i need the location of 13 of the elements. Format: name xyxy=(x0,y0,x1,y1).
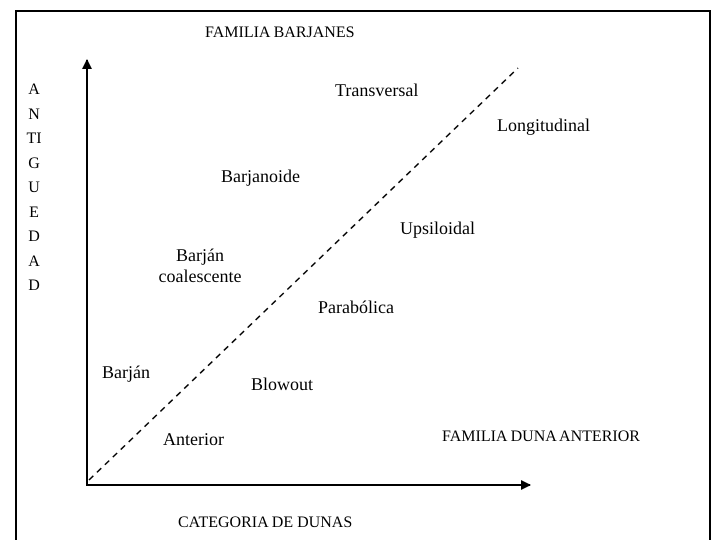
dune-type-label: Anterior xyxy=(163,429,224,450)
axis-label: CATEGORIA DE DUNAS xyxy=(178,514,352,532)
dune-type-label: Parabólica xyxy=(318,297,394,318)
dune-type-label: Barjanoide xyxy=(221,166,300,187)
dune-type-label: Upsiloidal xyxy=(400,218,475,239)
axis-label: ANTIGUEDAD xyxy=(26,80,42,296)
region-label: FAMILIA DUNA ANTERIOR xyxy=(442,428,640,446)
dune-type-label: Longitudinal xyxy=(497,115,590,136)
dune-type-label: Transversal xyxy=(335,80,418,101)
dune-type-label: Barján xyxy=(102,362,150,383)
dune-type-label: Barján coalescente xyxy=(158,245,242,286)
region-label: FAMILIA BARJANES xyxy=(205,24,354,42)
dune-type-label: Blowout xyxy=(251,374,314,395)
